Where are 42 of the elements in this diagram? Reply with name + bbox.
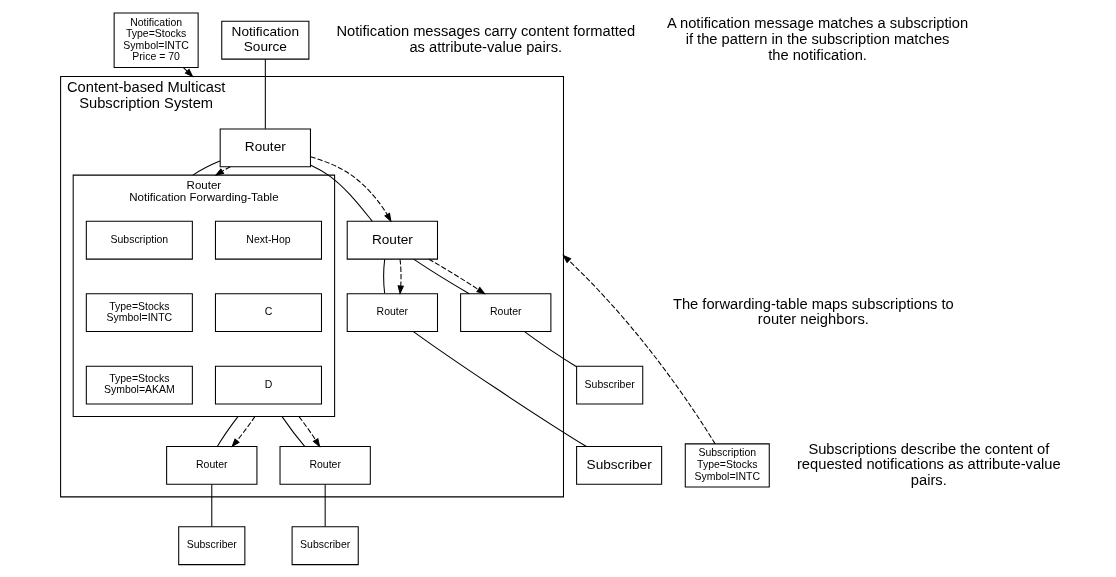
node-box: Router: [346, 220, 438, 260]
node-box: Notification Source: [220, 20, 309, 60]
connector: [210, 484, 212, 528]
arrow: [561, 254, 716, 445]
arrow: [396, 258, 404, 295]
arrow: [230, 416, 255, 448]
connector: [523, 331, 577, 368]
node-box: Notification Type=Stocks Symbol=INTC Price = 70: [113, 12, 199, 69]
node-box: Subscriber: [575, 365, 643, 405]
label: Subscriptions describe the content of requested notifications as attribute-value pairs.: [796, 440, 1061, 489]
node-box: Type=Stocks Symbol=INTC: [85, 293, 193, 333]
connector: [412, 331, 587, 448]
node-box: Next-Hop: [214, 220, 322, 260]
connector: [309, 164, 373, 222]
node-box: Router: [346, 293, 438, 333]
label: The forwarding-table maps subscriptions to router neighbors.: [672, 295, 954, 328]
label: A notification message matches a subscription if the pattern in the subscription matches the notification.: [666, 15, 968, 63]
label: Notification messages carry content formatted as attribute-value pairs.: [335, 23, 635, 55]
node-box: D: [214, 365, 322, 405]
connector: [264, 58, 266, 130]
node-box: Router: [219, 128, 311, 168]
connector: [324, 484, 326, 528]
connector: [281, 416, 305, 447]
arrow: [182, 67, 194, 78]
arrow: [298, 416, 320, 448]
node-box: Subscriber: [291, 526, 359, 566]
arrow: [214, 166, 231, 176]
connector: [191, 160, 220, 176]
arrow: [309, 156, 392, 223]
node-box: Subscriber: [177, 526, 245, 566]
connector: [412, 258, 470, 295]
node-box: Router: [165, 446, 257, 485]
node-box: Subscription: [85, 220, 193, 260]
node-box: Type=Stocks Symbol=AKAM: [85, 365, 193, 405]
connector: [382, 258, 385, 294]
node-box: Subscriber: [575, 446, 662, 485]
node-box: C: [214, 293, 322, 333]
arrow: [427, 258, 486, 295]
node-box: Subscription Type=Stocks Symbol=INTC: [684, 443, 770, 488]
node-box: Router: [459, 293, 551, 333]
node-box: Router: [279, 446, 371, 485]
connector: [216, 416, 238, 447]
